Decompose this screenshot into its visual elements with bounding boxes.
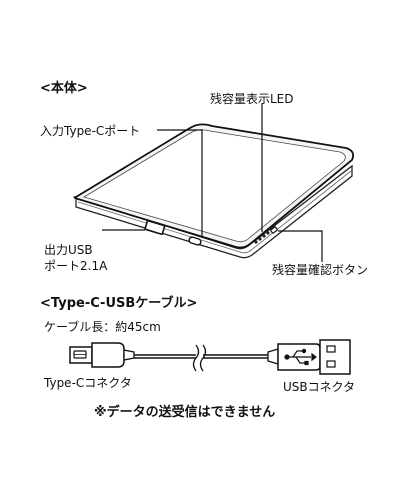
cable-illustration xyxy=(69,339,351,375)
input-type-c-port xyxy=(188,236,202,246)
led-dot xyxy=(258,237,262,241)
leader-lines xyxy=(102,104,323,262)
output-usb-label-line1: 出力USB xyxy=(44,243,93,257)
data-transfer-note: ※データの送受信はできません xyxy=(94,405,276,420)
led-dot xyxy=(254,240,258,244)
input-port-label: 入力Type-Cポート xyxy=(40,124,141,138)
type-c-connector-label: Type-Cコネクタ xyxy=(44,376,132,390)
led-dot xyxy=(266,231,270,235)
check-button xyxy=(270,226,278,234)
usb-symbol-icon xyxy=(284,348,317,366)
output-usb-label-line2: ポート2.1A xyxy=(44,259,108,273)
check-button-label: 残容量確認ボタン xyxy=(272,263,369,277)
output-usb-port xyxy=(144,219,166,235)
cable-section-heading: <Type-C-USBケーブル> xyxy=(40,296,198,311)
usb-connector-label: USBコネクタ xyxy=(283,380,356,394)
power-bank-illustration xyxy=(73,123,355,259)
led-label: 残容量表示LED xyxy=(210,92,294,106)
cable-length-label: ケーブル長：約45cm xyxy=(44,320,161,334)
body-section-heading: <本体> xyxy=(40,81,88,96)
led-dot xyxy=(262,234,266,238)
